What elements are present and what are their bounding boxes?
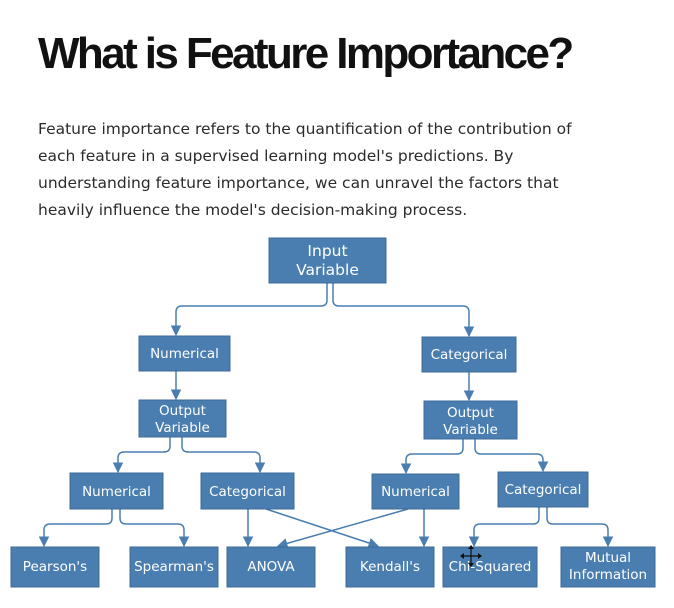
connector-output-left-to-numerical	[112, 437, 171, 474]
node-output-variable-right-line2: Variable	[443, 422, 498, 438]
node-chi-squared-label: Chi-Squared	[449, 559, 532, 575]
node-chi-squared: Chi-Squared	[442, 546, 538, 588]
connector-root-to-categorical	[332, 282, 475, 338]
connectors	[38, 282, 614, 549]
connector-output-right-to-categorical	[474, 439, 549, 473]
node-categorical-num: Categorical	[200, 472, 295, 510]
connector-categorical-to-mutual-information	[546, 507, 614, 548]
node-kendalls: Kendall's	[345, 546, 435, 588]
node-categorical-input-label: Categorical	[431, 347, 508, 363]
node-numerical-input: Numerical	[138, 335, 231, 372]
connector-categorical-to-kendalls	[265, 508, 379, 549]
node-numerical-num-label: Numerical	[82, 484, 151, 500]
node-categorical-cat-label: Categorical	[505, 482, 582, 498]
node-input-variable-line1: Input	[307, 242, 347, 260]
node-numerical-cat: Numerical	[371, 473, 460, 510]
node-numerical-num: Numerical	[69, 472, 164, 510]
node-pearsons: Pearson's	[10, 546, 100, 588]
node-input-variable-line2: Variable	[296, 261, 359, 279]
node-numerical-cat-label: Numerical	[381, 484, 450, 500]
connector-numerical-to-spearmans	[119, 509, 190, 548]
node-output-variable-left-line2: Variable	[155, 420, 210, 436]
connector-numerical-to-anova	[276, 508, 409, 549]
node-output-variable-right: Output Variable	[423, 400, 518, 440]
node-numerical-input-label: Numerical	[150, 346, 219, 362]
intro-paragraph: Feature importance refers to the quantif…	[38, 120, 572, 219]
node-anova-label: ANOVA	[247, 559, 295, 575]
page-title: What is Feature Importance?	[38, 29, 574, 78]
node-categorical-input: Categorical	[421, 336, 517, 373]
node-mutual-information-line2: Information	[569, 567, 647, 583]
node-spearmans: Spearman's	[129, 546, 219, 588]
connector-output-right-to-numerical	[400, 439, 464, 475]
node-kendalls-label: Kendall's	[360, 559, 420, 575]
connector-output-left-to-categorical	[181, 437, 266, 474]
node-categorical-cat: Categorical	[497, 471, 589, 508]
node-output-variable-left: Output Variable	[138, 399, 227, 438]
node-spearmans-label: Spearman's	[134, 559, 214, 575]
connector-root-to-numerical	[170, 282, 328, 337]
node-pearsons-label: Pearson's	[23, 559, 87, 575]
feature-importance-diagram: Input Variable Numerical Categorical Out…	[10, 237, 656, 588]
node-mutual-information-line1: Mutual	[585, 550, 631, 566]
node-output-variable-left-line1: Output	[159, 403, 206, 419]
node-input-variable: Input Variable	[268, 237, 387, 284]
connector-numerical-to-pearsons	[38, 509, 113, 548]
node-output-variable-right-line1: Output	[447, 405, 494, 421]
connector-categorical-to-chi-squared	[468, 507, 540, 548]
node-anova: ANOVA	[226, 546, 316, 588]
node-categorical-num-label: Categorical	[209, 484, 286, 500]
node-mutual-information: Mutual Information	[560, 546, 656, 588]
move-cursor-icon	[460, 545, 482, 567]
